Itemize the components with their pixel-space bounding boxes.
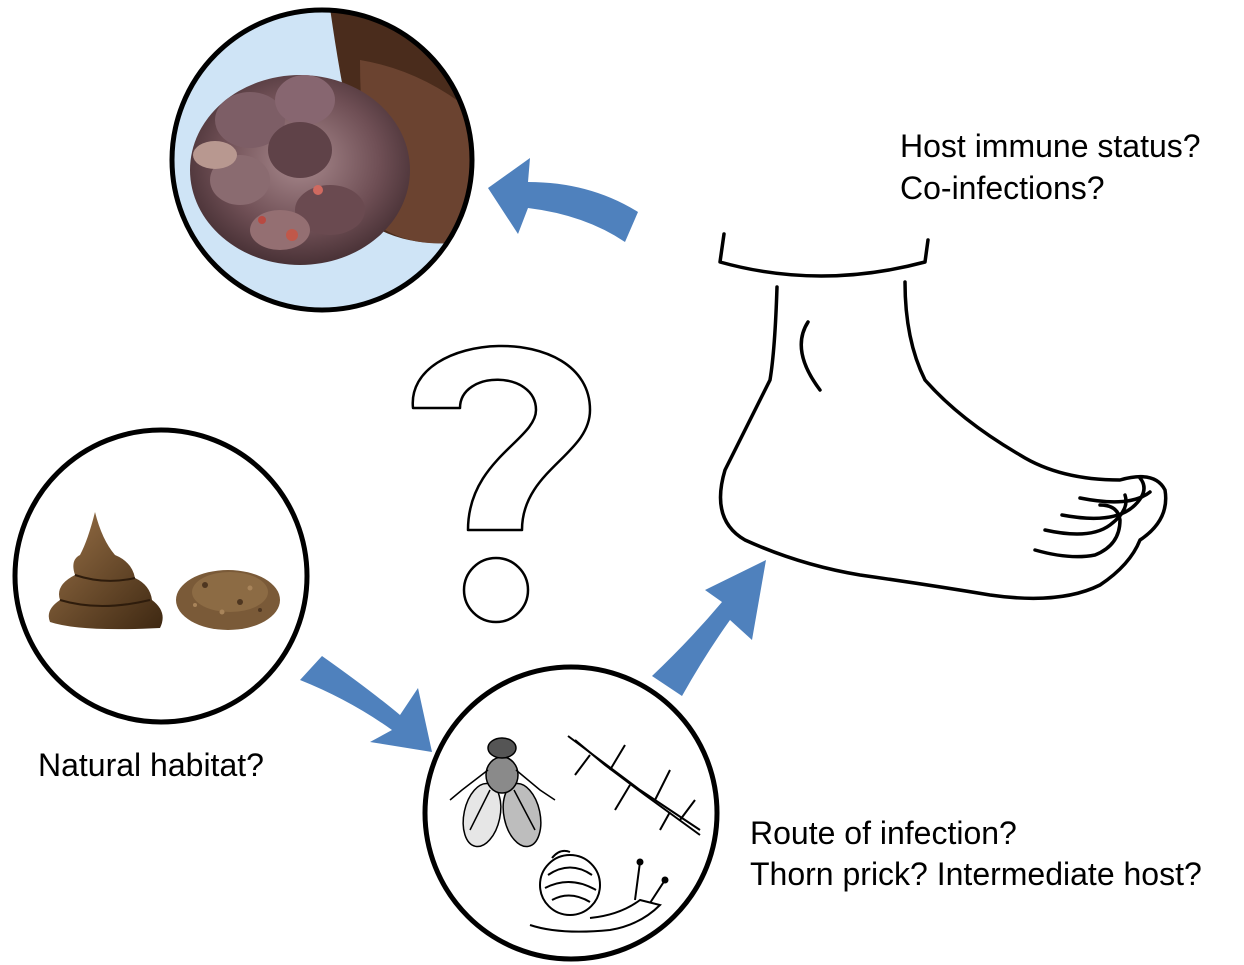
foot-outline-icon	[720, 234, 1166, 598]
arrow-icon	[300, 656, 432, 752]
route-of-infection-label: Route of infection?	[750, 813, 1017, 853]
question-mark-icon	[413, 346, 590, 622]
mycetoma-photo-circle	[170, 8, 480, 318]
arrow-icon	[488, 158, 638, 242]
arrow-icon	[652, 560, 766, 696]
co-infections-label: Co-infections?	[900, 168, 1105, 208]
route-circle	[425, 667, 717, 959]
habitat-circle	[15, 430, 307, 722]
host-immune-label: Host immune status?	[900, 126, 1201, 166]
natural-habitat-label: Natural habitat?	[38, 745, 264, 785]
soil-icon	[176, 570, 280, 630]
thorn-intermediate-label: Thorn prick? Intermediate host?	[750, 854, 1202, 894]
